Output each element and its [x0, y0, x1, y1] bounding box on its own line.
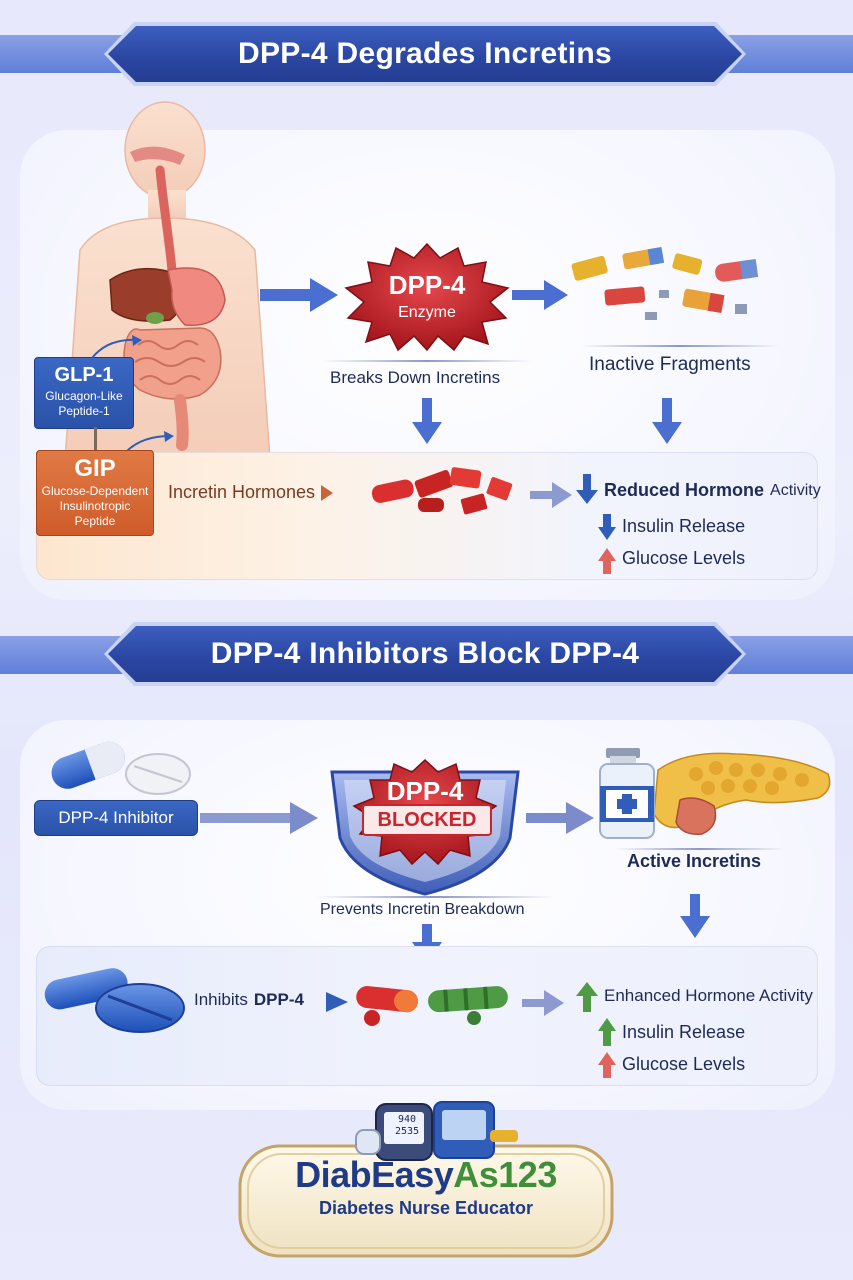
separator-prevents	[315, 896, 555, 898]
up-arrow-insulin-icon	[598, 1018, 616, 1046]
arrow-to-blocked	[200, 802, 318, 834]
inhibits-bold: DPP-4	[253, 990, 304, 1009]
glucose-levels-1: Glucose Levels	[622, 548, 746, 568]
down-arrow-insulin-icon	[598, 514, 616, 540]
enhanced-label: Enhanced Hormone Activity	[604, 986, 813, 1005]
blue-pills-strip-illustration	[44, 968, 185, 1033]
section1-banner: DPP-4 Degrades Incretins	[108, 26, 742, 82]
arrow-to-fragments	[512, 280, 568, 310]
inhibits-prefix: Inhibits	[194, 990, 248, 1009]
reduced-rest: Activity	[770, 481, 821, 499]
broken-incretin-pills	[371, 467, 513, 515]
down-arrow-active	[680, 894, 710, 938]
section1-result-strip	[36, 452, 818, 580]
glp1-gip-connector	[94, 427, 97, 451]
vial-pancreas-illustration	[599, 748, 831, 839]
glp1-desc: Glucagon-Like Peptide-1	[45, 389, 123, 418]
dpp4-inhibitor-box: DPP-4 Inhibitor	[34, 800, 198, 836]
enzyme-subtitle: Enzyme	[398, 304, 456, 321]
prevents-label: Prevents Incretin Breakdown	[320, 901, 525, 918]
insulin-release-1: Insulin Release	[622, 516, 746, 536]
incretin-hormones-row: Incretin Hormones	[168, 482, 334, 503]
arrow-to-enhanced	[522, 990, 564, 1016]
insulin-release-2: Insulin Release	[622, 1022, 746, 1042]
gip-title-front: GIP	[74, 455, 116, 482]
inhibitor-pills-illustration	[51, 741, 191, 795]
dpp4-inhibitor-label: DPP-4 Inhibitor	[58, 808, 174, 827]
glp1-pointer-arrow	[91, 335, 142, 359]
arrow-to-active	[526, 802, 594, 834]
separator-fragments	[580, 345, 780, 347]
inhibits-row: Inhibits DPP-4	[194, 990, 304, 1010]
reduced-bold: Reduced Hormone	[604, 480, 765, 500]
separator-active	[615, 848, 785, 850]
down-arrow-fragments	[652, 398, 682, 444]
brand-name-part-2: As123	[453, 1154, 557, 1195]
enzyme-title: DPP-4	[388, 270, 466, 300]
glp1-box: GLP-1 Glucagon-Like Peptide-1	[34, 357, 134, 429]
gip-desc-front: Glucose-Dependent Insulinotropic Peptide	[41, 484, 149, 528]
gip-box-front: GIP Glucose-Dependent Insulinotropic Pep…	[36, 450, 154, 536]
down-arrow-breaks	[412, 398, 442, 444]
reduced-activity-row: Reduced Hormone Activity	[604, 480, 821, 501]
play-triangle-icon-2	[326, 992, 348, 1012]
meter-reading-2: 2535	[394, 1126, 420, 1137]
glucose-meter-icon	[355, 1101, 518, 1161]
active-incretin-pills	[356, 986, 508, 1026]
up-arrow-enhanced-icon	[576, 982, 598, 1012]
inactive-fragments-label: Inactive Fragments	[589, 354, 751, 375]
blocked-title: DPP-4	[386, 776, 464, 806]
glucose-levels-2: Glucose Levels	[622, 1054, 746, 1074]
brand-tagline: Diabetes Nurse Educator	[318, 1198, 534, 1218]
up-arrow-glucose-icon-2	[598, 1052, 616, 1078]
breaks-down-label: Breaks Down Incretins	[330, 368, 501, 387]
up-arrow-glucose-icon	[598, 548, 616, 574]
arrow-to-enzyme	[260, 278, 338, 312]
arrow-to-reduced	[530, 482, 572, 508]
active-incretins-label: Active Incretins	[627, 851, 762, 871]
blocked-tag: BLOCKED	[362, 804, 492, 836]
enhanced-row: Enhanced Hormone Activity	[604, 986, 813, 1006]
brand-name: DiabEasyAs123	[244, 1154, 608, 1196]
separator-enzyme	[322, 360, 532, 362]
play-triangle-icon	[321, 484, 334, 501]
meter-reading-1: 940	[397, 1114, 417, 1125]
inactive-fragments-illustration	[571, 246, 759, 320]
glp1-title: GLP-1	[54, 364, 114, 386]
brand-name-part-1: DiabEasy	[295, 1154, 454, 1195]
down-arrow-reduced-icon	[576, 474, 598, 504]
dpp4-enzyme-starburst	[344, 242, 510, 352]
section2-banner: DPP-4 Inhibitors Block DPP-4	[108, 626, 742, 682]
incretin-hormones-label: Incretin Hormones	[168, 482, 316, 502]
